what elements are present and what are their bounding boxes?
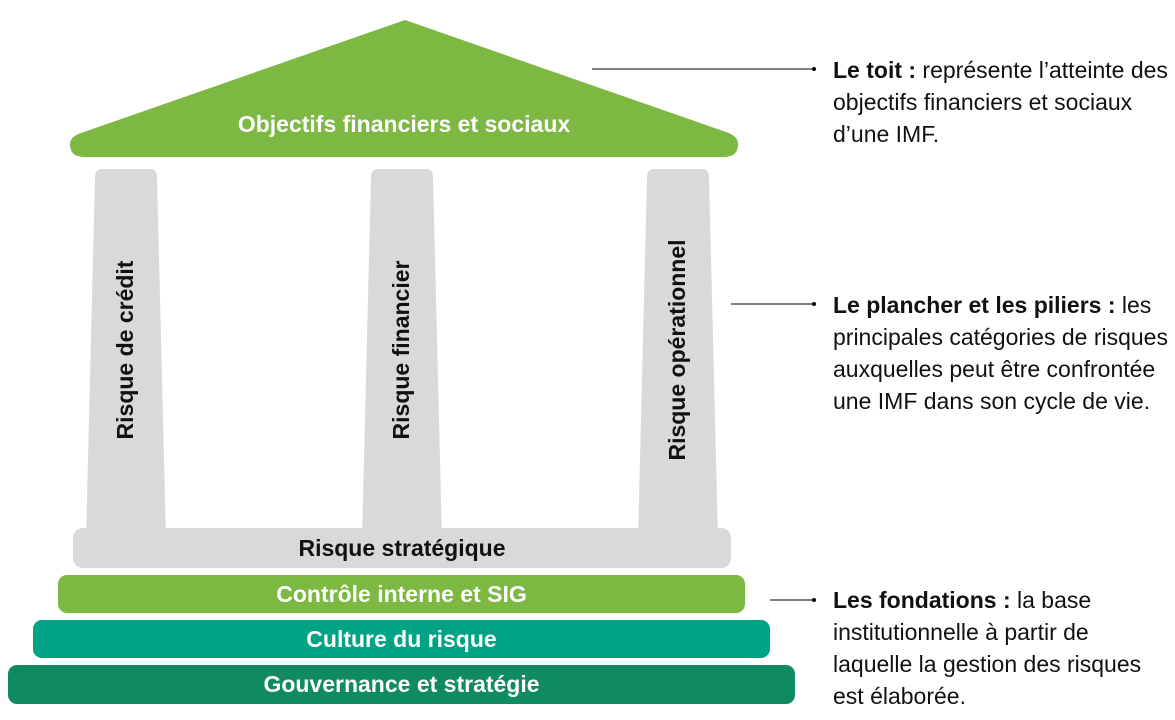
- roof-label: Objectifs financiers et sociaux: [237, 110, 571, 137]
- annotation-pillars: Le plancher et les piliers : les princip…: [833, 289, 1173, 417]
- pillar-label-financier: Risque financier: [387, 260, 414, 440]
- pillar-operationnel-shape: [638, 169, 718, 540]
- foundation-governance: Gouvernance et stratégie: [8, 665, 795, 704]
- pillar-label-credit: Risque de crédit: [111, 260, 138, 440]
- roof-shape: [70, 20, 738, 157]
- foundation-risk-culture: Culture du risque: [33, 620, 770, 658]
- annotation-roof-text: représente l’atteinte des objectifs fina…: [833, 57, 1168, 147]
- pillar-label-operationnel: Risque opérationnel: [663, 239, 690, 461]
- annotation-roof-title: Le toit :: [833, 57, 917, 83]
- annotation-foundations-text: la base institutionnelle à partir de laq…: [833, 587, 1142, 709]
- leader-line-foundations: [770, 598, 816, 602]
- annotation-roof: Le toit : représente l’atteinte des obje…: [833, 54, 1173, 150]
- leader-line-roof: [592, 67, 816, 71]
- floor-strategic-risk: Risque stratégique: [73, 528, 731, 568]
- pillar-credit-shape: [86, 169, 166, 540]
- foundation-internal-control: Contrôle interne et SIG: [58, 575, 745, 613]
- pillar-financier-shape: [362, 169, 442, 540]
- annotation-pillars-title: Le plancher et les piliers :: [833, 292, 1116, 318]
- annotation-foundations-title: Les fondations :: [833, 587, 1011, 613]
- annotation-pillars-text: les principales catégories de risques au…: [833, 292, 1168, 414]
- leader-line-pillars: [731, 302, 816, 306]
- annotation-foundations: Les fondations : la base institutionnell…: [833, 584, 1173, 712]
